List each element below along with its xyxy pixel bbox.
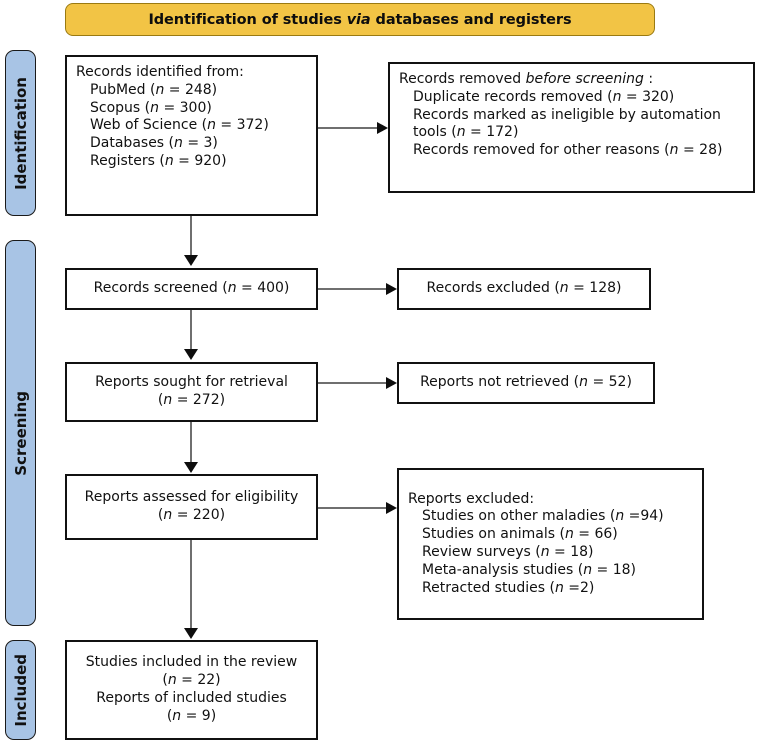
diagram-header-banner: Identification of studies via databases … — [65, 3, 655, 36]
box-records-excluded: Records excluded (n = 128) — [397, 268, 651, 310]
reports-excluded-meta-analysis: Meta-analysis studies (n = 18) — [422, 561, 636, 578]
records-screened-text: Records screened (n = 400) — [93, 280, 290, 297]
studies-included-line4: (n = 9) — [166, 707, 217, 724]
reports-excluded-title: Reports excluded: — [408, 490, 535, 507]
connector-sought-to-notretrieved — [318, 382, 386, 384]
stage-label-identification: Identification — [5, 50, 36, 216]
records-removed-other-reasons: Records removed for other reasons (n = 2… — [413, 142, 723, 159]
arrowhead-right-icon — [386, 283, 397, 295]
reports-excluded-animals: Studies on animals (n = 66) — [422, 526, 618, 543]
reports-assessed-line2: (n = 220) — [157, 507, 226, 523]
reports-excluded-other-maladies: Studies on other maladies (n =94) — [422, 508, 664, 525]
stage-label-included-text: Included — [11, 653, 30, 727]
box-reports-excluded-reasons: Reports excluded: Studies on other malad… — [397, 468, 704, 620]
records-removed-duplicates: Duplicate records removed (n = 320) — [413, 88, 675, 105]
reports-sought-line1: Reports sought for retrieval — [95, 374, 288, 391]
stage-label-screening-text: Screening — [11, 390, 30, 476]
box-studies-included: Studies included in the review (n = 22) … — [65, 640, 318, 740]
records-removed-title: Records removed before screening : — [399, 71, 744, 89]
connector-assessed-to-repexcluded — [318, 507, 386, 509]
records-identified-registers: Registers (n = 920) — [90, 152, 227, 169]
box-records-removed-before-screening: Records removed before screening : Dupli… — [388, 62, 755, 193]
studies-included-line3: Reports of included studies — [96, 690, 287, 706]
connector-sought-to-assessed — [190, 422, 192, 462]
records-identified-pubmed: PubMed (n = 248) — [90, 81, 218, 98]
records-removed-title-italic: before screening — [525, 71, 644, 87]
reports-excluded-review-surveys: Review surveys (n = 18) — [422, 544, 594, 560]
reports-sought-line2: (n = 272) — [157, 392, 226, 408]
box-records-screened: Records screened (n = 400) — [65, 268, 318, 310]
records-identified-scopus: Scopus (n = 300) — [90, 99, 212, 116]
stage-label-screening: Screening — [5, 240, 36, 626]
records-identified-databases: Databases (n = 3) — [90, 135, 218, 152]
arrowhead-right-icon — [377, 122, 388, 134]
box-reports-sought-for-retrieval: Reports sought for retrieval (n = 272) — [65, 362, 318, 422]
connector-identified-to-removed — [318, 127, 377, 129]
connector-screened-to-excluded — [318, 288, 386, 290]
connector-assessed-to-included — [190, 540, 192, 628]
header-text-before: Identification of studies — [148, 11, 347, 28]
arrowhead-down-icon — [184, 462, 198, 473]
header-text-italic: via — [346, 11, 371, 28]
box-records-identified: Records identified from: PubMed (n = 248… — [65, 55, 318, 216]
reports-assessed-line1: Reports assessed for eligibility — [84, 489, 299, 506]
stage-label-identification-text: Identification — [11, 76, 30, 190]
reports-not-retrieved-text: Reports not retrieved (n = 52) — [420, 374, 632, 391]
header-text-after: databases and registers — [370, 11, 572, 28]
records-removed-title-before: Records removed — [399, 71, 526, 87]
arrowhead-down-icon — [184, 255, 198, 266]
arrowhead-right-icon — [386, 377, 397, 389]
box-reports-assessed-for-eligibility: Reports assessed for eligibility (n = 22… — [65, 474, 318, 540]
studies-included-line2: (n = 22) — [162, 672, 221, 689]
records-excluded-text: Records excluded (n = 128) — [426, 280, 622, 297]
stage-label-included: Included — [5, 640, 36, 740]
arrowhead-right-icon — [386, 502, 397, 514]
connector-identified-to-screened — [190, 216, 192, 255]
diagram-header-title: Identification of studies via databases … — [148, 12, 571, 28]
connector-screened-to-sought — [190, 310, 192, 349]
records-identified-web-of-science: Web of Science (n = 372) — [90, 117, 269, 134]
records-identified-title: Records identified from: — [76, 64, 244, 80]
box-reports-not-retrieved: Reports not retrieved (n = 52) — [397, 362, 655, 404]
records-removed-title-after: : — [643, 71, 654, 87]
reports-excluded-retracted: Retracted studies (n =2) — [422, 579, 595, 596]
studies-included-line1: Studies included in the review — [85, 654, 298, 671]
arrowhead-down-icon — [184, 349, 198, 360]
records-removed-automation: Records marked as ineligible by automati… — [413, 106, 721, 141]
arrowhead-down-icon — [184, 628, 198, 639]
